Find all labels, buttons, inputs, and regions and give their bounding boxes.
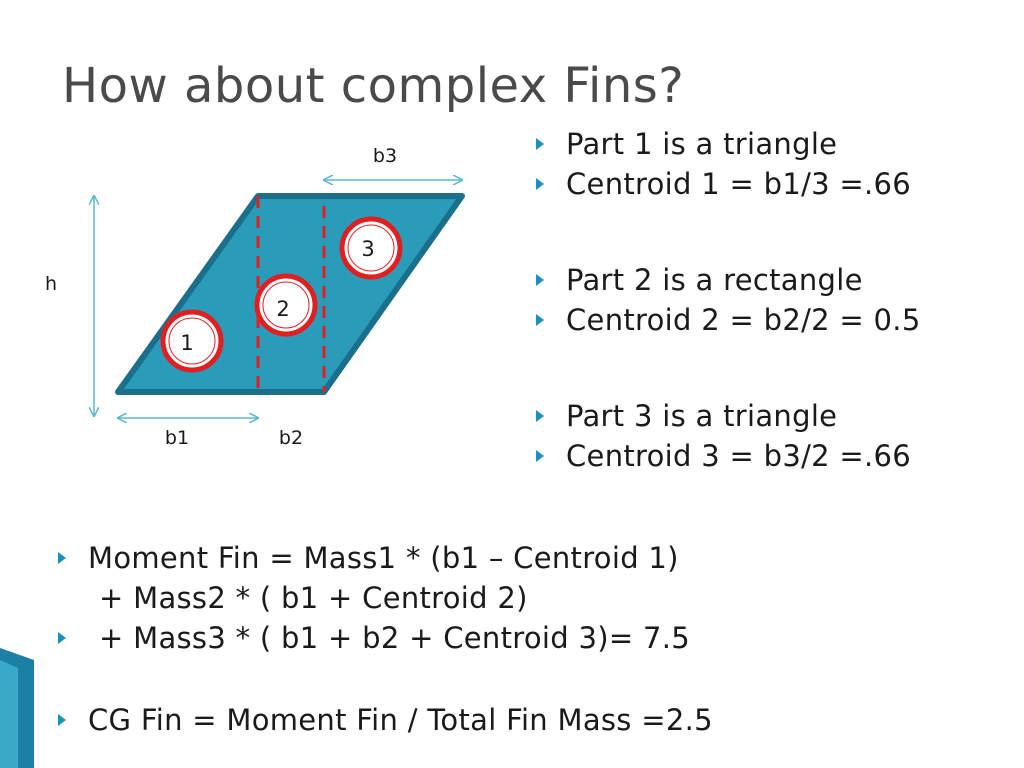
corner-band-light	[0, 660, 18, 768]
bullet-text: Part 2 is a rectangle	[566, 263, 863, 297]
part-marker-3: 3	[339, 216, 403, 280]
centroid-bullet-list: Part 1 is a triangle Centroid 1 = b1/3 =…	[534, 124, 1014, 476]
bullet-moment-fin: Moment Fin = Mass1 * (b1 – Centroid 1) +…	[56, 538, 996, 618]
bullet-part2-shape: Part 2 is a rectangle	[534, 260, 1014, 300]
bullet-text: Centroid 2 = b2/2 = 0.5	[566, 303, 921, 337]
bullet-part1-shape: Part 1 is a triangle	[534, 124, 1014, 164]
label-b2: b2	[279, 427, 303, 449]
bullet-text: Part 1 is a triangle	[566, 127, 838, 161]
moment-line-2: + Mass2 * ( b1 + Centroid 2)	[99, 581, 528, 615]
fin-diagram: b3 h b1 b2 1 2 3	[45, 145, 465, 449]
bullet-text: Centroid 3 = b3/2 =.66	[566, 439, 912, 473]
part-label-3: 3	[361, 237, 374, 261]
bullet-arrow-icon	[536, 410, 544, 422]
bullet-centroid1: Centroid 1 = b1/3 =.66	[534, 164, 1014, 204]
bullet-arrow-icon	[536, 178, 544, 190]
label-b1: b1	[165, 427, 189, 449]
bullet-arrow-icon	[536, 138, 544, 150]
bullet-arrow-icon	[58, 632, 66, 644]
slide-title: How about complex Fins?	[62, 58, 685, 114]
moment-bullet-list: Moment Fin = Mass1 * (b1 – Centroid 1) +…	[56, 538, 996, 740]
bullet-arrow-icon	[536, 274, 544, 286]
label-h: h	[45, 273, 57, 295]
bullet-arrow-icon	[536, 450, 544, 462]
bullet-text: CG Fin = Moment Fin / Total Fin Mass =2.…	[88, 703, 713, 737]
bullet-centroid2: Centroid 2 = b2/2 = 0.5	[534, 300, 1014, 340]
moment-line-1: Moment Fin = Mass1 * (b1 – Centroid 1)	[88, 541, 679, 575]
part-marker-2: 2	[254, 273, 318, 337]
bullet-arrow-icon	[58, 714, 66, 726]
bullet-text: Centroid 1 = b1/3 =.66	[566, 167, 912, 201]
bullet-text: Part 3 is a triangle	[566, 399, 838, 433]
bullet-arrow-icon	[536, 314, 544, 326]
part-label-1: 1	[180, 331, 193, 355]
moment-line-3: + Mass3 * ( b1 + b2 + Centroid 3)= 7.5	[99, 621, 690, 655]
bullet-moment-continued: + Mass3 * ( b1 + b2 + Centroid 3)= 7.5	[56, 618, 996, 658]
corner-decoration	[0, 648, 34, 768]
bullet-arrow-icon	[58, 552, 66, 564]
label-b3: b3	[373, 145, 397, 167]
bullet-part3-shape: Part 3 is a triangle	[534, 396, 1014, 436]
bullet-cg-fin: CG Fin = Moment Fin / Total Fin Mass =2.…	[56, 700, 996, 740]
bullet-centroid3: Centroid 3 = b3/2 =.66	[534, 436, 1014, 476]
part-label-2: 2	[276, 297, 289, 321]
part-marker-1: 1	[160, 309, 224, 373]
